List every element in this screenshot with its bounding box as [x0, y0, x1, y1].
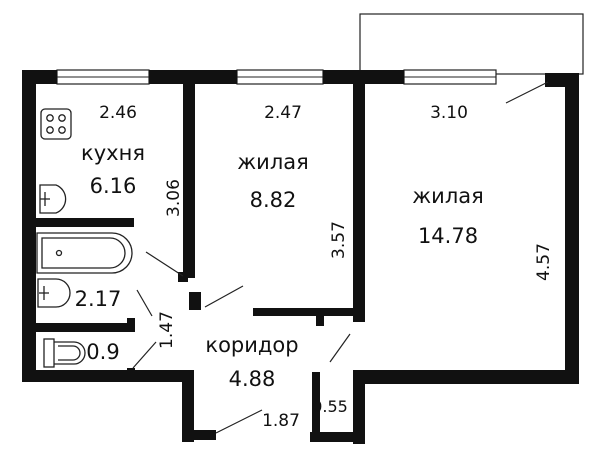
- toilet-icon: [43, 338, 86, 368]
- balcony-outline: [359, 13, 584, 75]
- living2-name: жилая: [412, 184, 484, 208]
- bathroom-sink-icon: [37, 278, 71, 308]
- corridor-area: 4.88: [229, 367, 276, 391]
- kitchen-depth-dim: 3.06: [164, 179, 184, 217]
- bathtub-icon: [36, 232, 133, 274]
- living1-width-dim: 2.47: [264, 103, 302, 123]
- living1-name: жилая: [237, 150, 309, 174]
- kitchen-sink-icon: [39, 184, 67, 214]
- bathroom-area: 2.17: [75, 287, 122, 311]
- door-swings: [132, 81, 549, 434]
- living1-depth-dim: 3.57: [329, 221, 349, 259]
- corridor-name: коридор: [205, 333, 298, 357]
- living1-area: 8.82: [250, 188, 297, 212]
- living2-width-dim: 3.10: [430, 103, 468, 123]
- toilet-area: 0.9: [86, 340, 119, 364]
- kitchen-name: кухня: [81, 141, 145, 165]
- outer-walls: [22, 70, 579, 444]
- kitchen-width-dim: 2.46: [99, 103, 137, 123]
- living2-area: 14.78: [418, 224, 478, 248]
- stove-icon: [40, 108, 72, 140]
- living2-depth-dim: 4.57: [534, 243, 554, 281]
- closet-area: 0.55: [312, 397, 348, 416]
- kitchen-area: 6.16: [90, 174, 137, 198]
- bath-width-dim: 1.47: [157, 311, 177, 349]
- windows: [56, 69, 497, 85]
- corridor-width-dim: 1.87: [262, 411, 300, 431]
- interior-walls: [36, 84, 365, 434]
